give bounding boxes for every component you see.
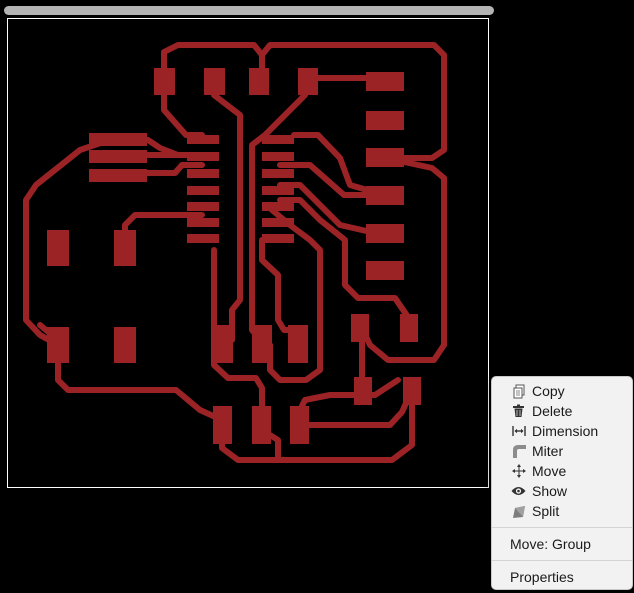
menu-item-label: Move: Group xyxy=(510,535,591,552)
menu-item-move-group[interactable]: Move: Group xyxy=(492,533,632,554)
pad xyxy=(354,377,372,405)
menu-item-label: Miter xyxy=(532,443,564,459)
trace xyxy=(277,162,387,198)
menu-item-label: Delete xyxy=(532,403,573,419)
trace xyxy=(161,42,265,83)
menu-separator xyxy=(492,527,632,528)
pad xyxy=(187,202,219,211)
pad xyxy=(213,406,232,444)
pad xyxy=(366,261,404,280)
pad xyxy=(262,234,294,243)
menu-item-label: Move xyxy=(532,463,567,479)
pad xyxy=(187,152,219,161)
menu-item-label: Dimension xyxy=(532,423,599,439)
pad xyxy=(366,72,404,91)
miter-icon xyxy=(511,444,526,459)
pad xyxy=(204,68,225,95)
pad xyxy=(249,68,269,95)
menu-item-dimension[interactable]: Dimension xyxy=(492,421,632,441)
move-icon xyxy=(511,464,526,479)
pad xyxy=(89,133,147,146)
pad xyxy=(47,230,69,266)
pad xyxy=(400,314,418,342)
pad xyxy=(89,169,147,182)
pad xyxy=(351,314,369,342)
pad xyxy=(187,218,219,227)
dimension-icon xyxy=(511,424,526,439)
pad xyxy=(262,218,294,227)
pad xyxy=(187,135,219,144)
trace xyxy=(297,377,401,413)
pad xyxy=(366,186,404,205)
trace xyxy=(259,42,447,161)
trace xyxy=(259,237,301,333)
pad xyxy=(252,406,271,444)
trace xyxy=(55,342,225,423)
pad xyxy=(187,186,219,195)
pad xyxy=(366,224,404,243)
trace xyxy=(267,207,323,383)
pad xyxy=(187,169,219,178)
pad xyxy=(298,68,318,95)
menu-item-miter[interactable]: Miter xyxy=(492,441,632,461)
menu-item-label: Properties xyxy=(510,568,574,585)
pad-layer[interactable] xyxy=(47,68,421,444)
pad xyxy=(252,325,272,363)
menu-item-delete[interactable]: Delete xyxy=(492,401,632,421)
trace xyxy=(144,162,205,176)
menu-item-move[interactable]: Move xyxy=(492,461,632,481)
pad xyxy=(288,325,308,363)
menu-item-properties[interactable]: Properties xyxy=(492,566,632,587)
pad xyxy=(187,234,219,243)
menu-item-split[interactable]: Split xyxy=(492,501,632,521)
menu-item-label: Show xyxy=(532,483,568,499)
menu-item-copy[interactable]: Copy xyxy=(492,381,632,401)
pad xyxy=(154,68,175,95)
trash-icon xyxy=(511,404,526,419)
pad xyxy=(89,150,147,163)
trace xyxy=(23,134,121,348)
menu-item-label: Split xyxy=(532,503,560,519)
horizontal-scrollbar[interactable] xyxy=(4,6,494,15)
pad xyxy=(262,202,294,211)
pad xyxy=(262,135,294,144)
trace xyxy=(275,392,415,463)
pad xyxy=(114,327,136,363)
menu-item-show[interactable]: Show xyxy=(492,481,632,501)
trace xyxy=(277,182,387,238)
pad xyxy=(47,327,69,363)
split-icon xyxy=(511,504,526,519)
pad xyxy=(403,377,421,405)
trace-layer xyxy=(23,42,447,463)
menu-item-label: Copy xyxy=(532,383,565,399)
trace xyxy=(277,197,413,323)
eye-icon xyxy=(511,484,526,499)
menu-separator xyxy=(492,560,632,561)
pad xyxy=(366,111,404,130)
copy-icon xyxy=(511,384,526,399)
pad xyxy=(213,325,233,363)
pad xyxy=(366,148,404,167)
pad xyxy=(290,406,309,444)
pad xyxy=(262,169,294,178)
pad xyxy=(114,230,136,266)
board-outline xyxy=(7,18,489,488)
pad xyxy=(262,186,294,195)
pad xyxy=(262,152,294,161)
trace xyxy=(291,132,387,198)
trace xyxy=(161,87,205,138)
trace xyxy=(359,155,447,363)
context-menu: Copy Delete Dimension Miter Move Show xyxy=(491,376,633,590)
